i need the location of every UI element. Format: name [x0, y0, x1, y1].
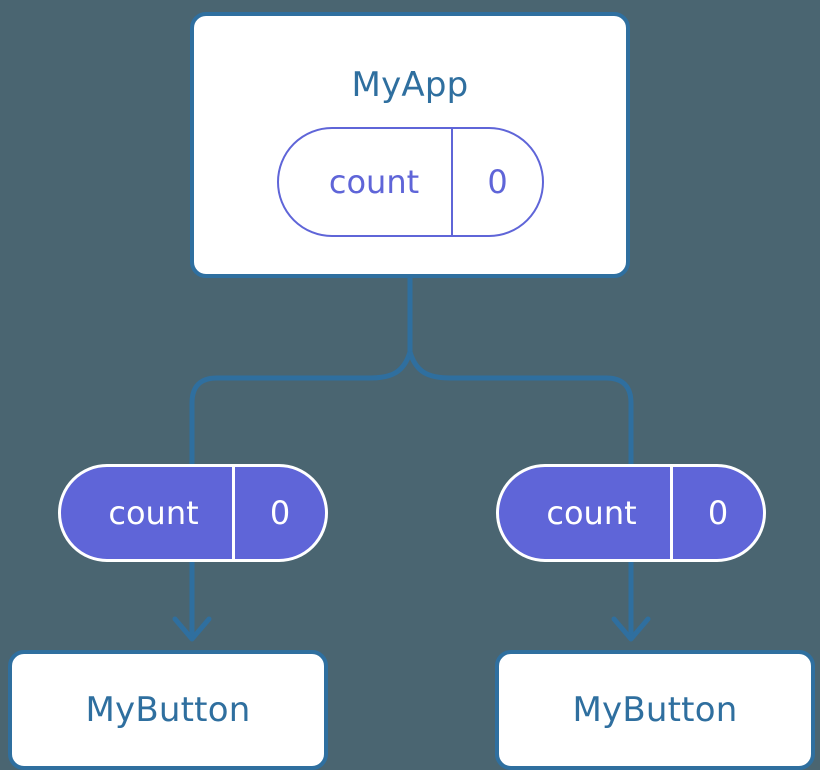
arrow-head-right: [611, 616, 651, 642]
state-pill-myapp[interactable]: count 0: [277, 127, 544, 237]
state-pill-child-right[interactable]: count 0: [496, 464, 766, 562]
state-value-label: 0: [670, 467, 763, 559]
state-value-label: 0: [451, 129, 542, 235]
component-box-mybutton-right[interactable]: MyButton: [495, 650, 815, 770]
branch-connector-right: [407, 351, 634, 464]
arrow-head-left: [172, 616, 212, 642]
state-value-label: 0: [232, 467, 325, 559]
state-pill-child-left[interactable]: count 0: [58, 464, 328, 562]
component-label-myapp: MyApp: [351, 65, 469, 105]
state-key-label: count: [328, 163, 420, 201]
state-key-label: count: [108, 494, 199, 532]
component-box-mybutton-left[interactable]: MyButton: [8, 650, 328, 770]
component-label-mybutton: MyButton: [572, 690, 738, 730]
branch-connector-left: [189, 351, 413, 464]
state-key-label: count: [546, 494, 637, 532]
component-label-mybutton: MyButton: [85, 690, 251, 730]
